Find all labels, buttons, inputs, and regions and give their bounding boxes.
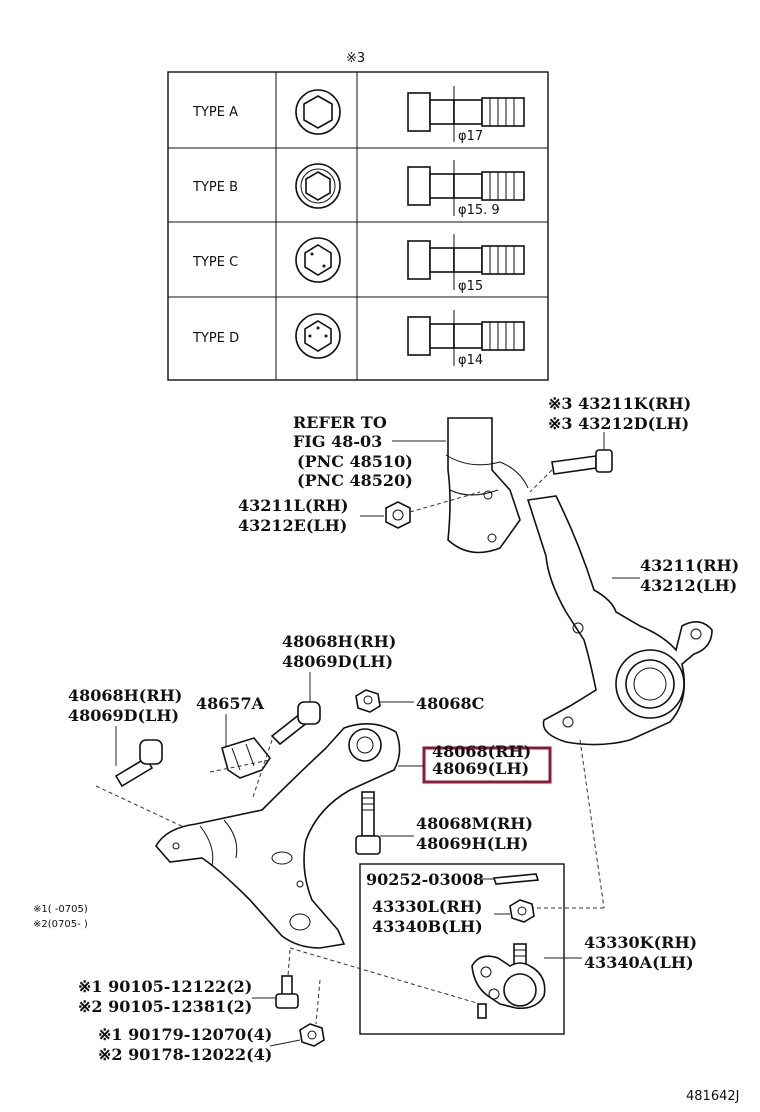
ball-joint-rh-label: 43330K(RH)	[584, 933, 697, 952]
table-row: TYPE D φ14	[192, 310, 525, 368]
lower-nut-2-label: ※2 90178-12022(4)	[98, 1045, 272, 1064]
ball-joint-nut-rh-label: 43330L(RH)	[372, 897, 482, 916]
nut-hex-icon	[295, 163, 341, 209]
type-label: TYPE A	[192, 105, 238, 120]
front-bolt-lh-label: 48069D(LH)	[282, 652, 393, 671]
note-2: ※2(0705- )	[33, 919, 88, 930]
table-note-mark: ※3	[346, 51, 365, 66]
steering-knuckle-drawing	[526, 495, 713, 746]
lower-nut-1-label: ※1 90179-12070(4)	[98, 1025, 272, 1044]
ball-joint-detail-box	[359, 863, 565, 1035]
front-nut-drawing	[355, 689, 381, 713]
type-label: TYPE B	[192, 180, 238, 195]
nut-hex-icon	[295, 89, 341, 135]
strut-nut-lh-label: 43212E(LH)	[238, 516, 347, 535]
ball-joint-nut-lh-label: 43340B(LH)	[372, 917, 483, 936]
bracket-label: 48657A	[196, 694, 265, 713]
upper-bolt-rh-label: ※3 43211K(RH)	[548, 394, 691, 413]
lower-nut-drawing	[299, 1023, 325, 1047]
upper-bolt-drawing	[551, 449, 613, 475]
refer-line-2: FIG 48-03	[293, 432, 382, 451]
front-nut-label: 48068C	[416, 694, 484, 713]
ball-joint-nut-drawing	[509, 899, 535, 923]
diameter-label: φ15	[458, 279, 483, 294]
ball-joint-lh-label: 43340A(LH)	[584, 953, 694, 972]
ball-joint-bolt-drawing	[355, 791, 381, 855]
front-bolt-drawing	[270, 701, 321, 746]
rear-bolt-drawing	[114, 739, 163, 788]
upper-bolt-lh-label: ※3 43212D(LH)	[548, 414, 689, 433]
front-bolt-rh-label: 48068H(RH)	[282, 632, 396, 651]
knuckle-rh-label: 43211(RH)	[640, 556, 739, 575]
lower-bolt-1-label: ※1 90105-12122(2)	[78, 977, 252, 996]
knuckle-lh-label: 43212(LH)	[640, 576, 737, 595]
bolt-profile-icon	[407, 234, 525, 290]
stopper-bracket-drawing	[221, 737, 271, 779]
strut-nut-rh-label: 43211L(RH)	[238, 496, 348, 515]
bolt-type-table: ※3 TYPE A φ17	[167, 51, 549, 381]
table-row: TYPE B φ15. 9	[192, 160, 525, 218]
lower-bolt-2-label: ※2 90105-12381(2)	[78, 997, 252, 1016]
ball-joint-drawing	[471, 943, 546, 1019]
bolt-profile-icon	[407, 310, 525, 366]
type-label: TYPE D	[192, 331, 239, 346]
ball-joint-bolt-rh-label: 48068M(RH)	[416, 814, 533, 833]
rear-bolt-lh-label: 48069D(LH)	[68, 706, 179, 725]
cotter-pin-label: 90252-03008	[366, 870, 484, 889]
lower-bolt-drawing	[275, 975, 299, 1009]
type-label: TYPE C	[192, 255, 238, 270]
strut-reference-drawing	[445, 417, 529, 554]
arm-lh-label[interactable]: 48069(LH)	[432, 759, 529, 778]
bolt-profile-icon	[407, 160, 525, 216]
refer-line-3: (PNC 48510)	[297, 452, 413, 471]
table-row: TYPE C φ15	[192, 234, 525, 294]
bolt-profile-icon	[407, 86, 525, 142]
note-1: ※1( -0705)	[33, 904, 88, 915]
strut-nut-drawing	[385, 501, 411, 529]
refer-line-4: (PNC 48520)	[297, 471, 413, 490]
table-row: TYPE A φ17	[192, 86, 525, 144]
highlighted-part-box	[422, 746, 552, 784]
refer-line-1: REFER TO	[293, 413, 387, 432]
figure-id: 481642J	[686, 1089, 739, 1104]
arm-rh-label: 48068(RH)	[432, 742, 531, 761]
rear-bolt-rh-label: 48068H(RH)	[68, 686, 182, 705]
cotter-pin-drawing	[492, 873, 540, 885]
diameter-label: φ15. 9	[458, 203, 500, 218]
diameter-label: φ17	[458, 129, 483, 144]
lower-control-arm-drawing	[155, 723, 401, 949]
nut-hex-icon	[295, 237, 341, 283]
diameter-label: φ14	[458, 353, 483, 368]
ball-joint-bolt-lh-label: 48069H(LH)	[416, 834, 528, 853]
nut-hex-icon	[295, 313, 341, 359]
